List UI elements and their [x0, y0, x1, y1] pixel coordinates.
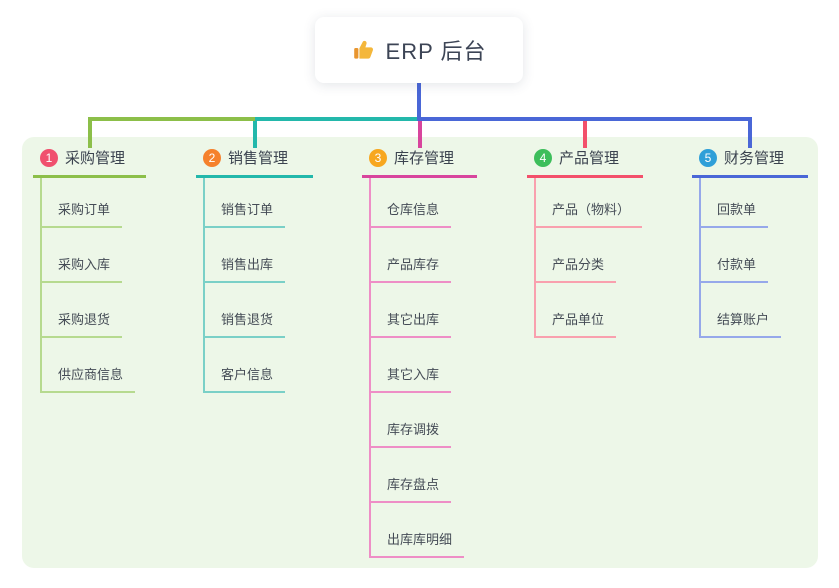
child-label: 结算账户	[717, 312, 770, 327]
child-label: 库存调拨	[387, 422, 440, 437]
child-label: 产品分类	[552, 257, 605, 272]
child-label: 其它入库	[387, 367, 440, 382]
root-node[interactable]: ERP 后台	[315, 17, 523, 83]
thumbs-up-icon	[352, 38, 376, 62]
branch: 2 销售管理 销售订单销售出库销售退货客户信息	[196, 147, 313, 393]
branch-number-badge: 2	[203, 148, 221, 167]
branch-label: 库存管理	[394, 150, 455, 167]
child-label: 仓库信息	[387, 202, 440, 217]
connector-segment-blue	[417, 117, 752, 121]
child-item[interactable]: 销售退货	[205, 283, 286, 338]
background-panel	[22, 137, 818, 568]
branch: 4 产品管理 产品（物料） 产品分类产品单位	[527, 147, 643, 338]
child-item[interactable]: 出库库明细	[371, 503, 465, 558]
branch-drop-line	[417, 121, 422, 148]
child-item[interactable]: 客户信息	[205, 338, 286, 393]
branch-number-badge: 4	[534, 148, 552, 167]
branch: 1 采购管理 采购订单采购入库采购退货供应商信息	[33, 147, 146, 393]
branch-children: 产品（物料） 产品分类产品单位	[534, 178, 643, 338]
branch: 3 库存管理 仓库信息产品库存其它出库其它入库库存调拨库存盘点出库库明细	[362, 147, 477, 558]
child-label: 产品（物料）	[552, 202, 631, 217]
child-item[interactable]: 销售订单	[205, 178, 286, 228]
branch-header[interactable]: 5 财务管理	[692, 147, 808, 178]
child-label: 付款单	[717, 257, 757, 272]
child-item[interactable]: 供应商信息	[42, 338, 136, 393]
child-label: 销售退货	[221, 312, 274, 327]
child-item[interactable]: 产品单位	[536, 283, 617, 338]
child-item[interactable]: 其它出库	[371, 283, 452, 338]
child-item[interactable]: 销售出库	[205, 228, 286, 283]
branch: 5 财务管理 回款单付款单结算账户	[692, 147, 808, 338]
child-item[interactable]: 库存盘点	[371, 448, 452, 503]
root-stem-line	[417, 83, 421, 121]
child-item[interactable]: 产品库存	[371, 228, 452, 283]
child-item[interactable]: 库存调拨	[371, 393, 452, 448]
branch-header[interactable]: 1 采购管理	[33, 147, 146, 178]
branch-header[interactable]: 3 库存管理	[362, 147, 477, 178]
child-label: 销售出库	[221, 257, 274, 272]
child-label: 出库库明细	[387, 532, 453, 547]
child-item[interactable]: 采购入库	[42, 228, 123, 283]
child-label: 采购订单	[58, 202, 111, 217]
child-label: 供应商信息	[58, 367, 124, 382]
child-label: 采购入库	[58, 257, 111, 272]
child-item[interactable]: 回款单	[701, 178, 769, 228]
root-label: ERP 后台	[385, 39, 487, 64]
branch-label: 销售管理	[228, 150, 289, 167]
branch-children: 采购订单采购入库采购退货供应商信息	[40, 178, 136, 393]
child-item[interactable]: 采购订单	[42, 178, 123, 228]
branch-label: 财务管理	[724, 150, 785, 167]
branch-label: 采购管理	[65, 150, 126, 167]
branch-label: 产品管理	[559, 150, 620, 167]
branch-children: 仓库信息产品库存其它出库其它入库库存调拨库存盘点出库库明细	[369, 178, 465, 558]
child-item[interactable]: 其它入库	[371, 338, 452, 393]
child-item[interactable]: 付款单	[701, 228, 769, 283]
child-label: 产品库存	[387, 257, 440, 272]
branch-drop-line	[252, 121, 257, 148]
child-label: 库存盘点	[387, 477, 440, 492]
branch-drop-line	[748, 121, 752, 148]
branch-drop-line	[87, 121, 92, 148]
branch-children: 销售订单销售出库销售退货客户信息	[203, 178, 286, 393]
branch-number-badge: 5	[699, 148, 717, 167]
branch-number-badge: 1	[40, 148, 58, 167]
child-label: 产品单位	[552, 312, 605, 327]
branch-header[interactable]: 4 产品管理	[527, 147, 643, 178]
child-label: 客户信息	[221, 367, 274, 382]
child-item[interactable]: 采购退货	[42, 283, 123, 338]
child-label: 销售订单	[221, 202, 274, 217]
child-label: 采购退货	[58, 312, 111, 327]
child-item[interactable]: 仓库信息	[371, 178, 452, 228]
child-item[interactable]: 结算账户	[701, 283, 782, 338]
branch-drop-line	[583, 121, 587, 148]
child-label: 回款单	[717, 202, 757, 217]
child-item[interactable]: 产品（物料）	[536, 178, 643, 228]
connector-segment-green	[87, 117, 255, 121]
child-item[interactable]: 产品分类	[536, 228, 617, 283]
branch-number-badge: 3	[369, 148, 387, 167]
branch-header[interactable]: 2 销售管理	[196, 147, 313, 178]
branch-children: 回款单付款单结算账户	[699, 178, 782, 338]
child-label: 其它出库	[387, 312, 440, 327]
connector-segment-teal	[254, 117, 417, 121]
